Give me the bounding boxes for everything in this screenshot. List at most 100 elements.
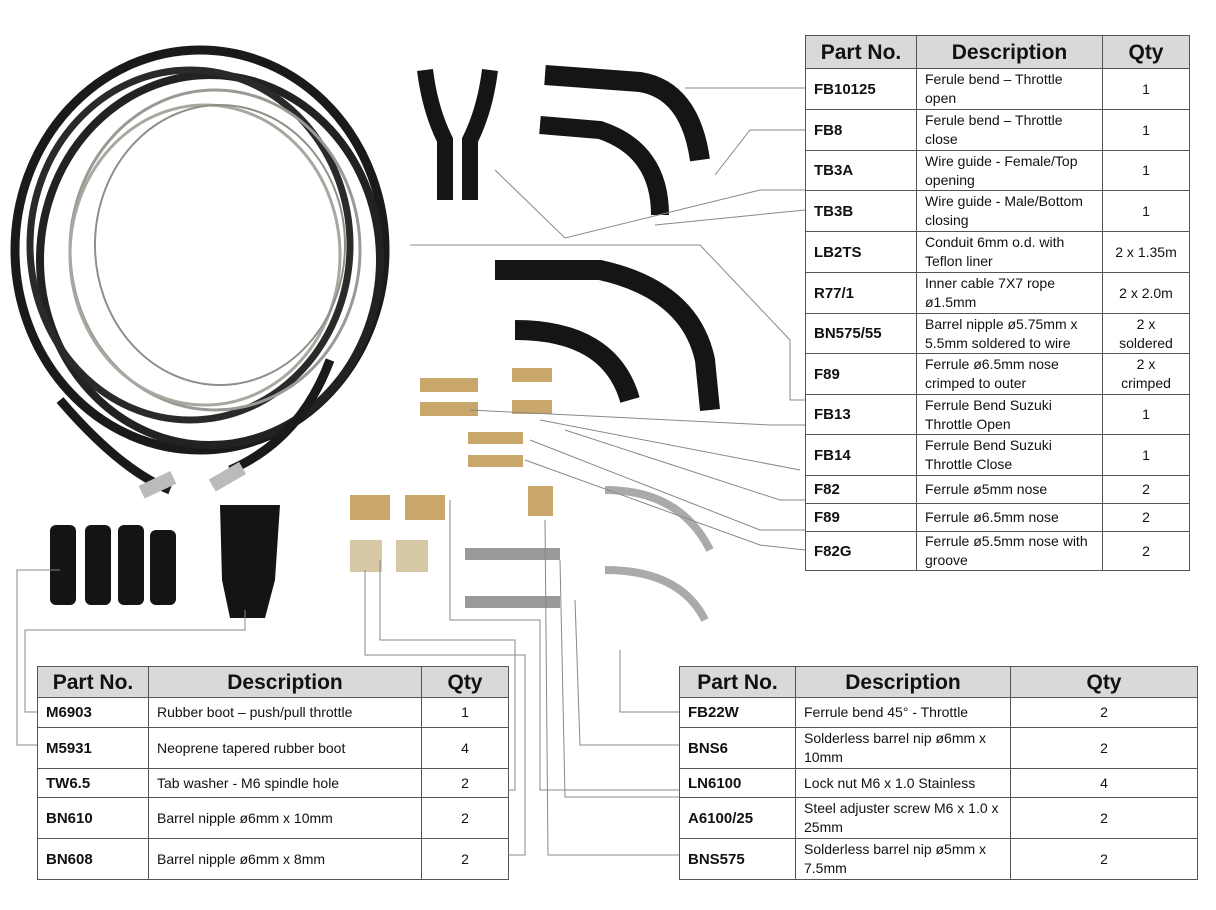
rubber-boots (50, 505, 280, 618)
description-cell: Inner cable 7X7 rope ø1.5mm (916, 272, 1103, 314)
qty-cell: 2 (421, 768, 509, 798)
qty-cell: 1 (1102, 150, 1190, 191)
part-number-cell: BN608 (37, 838, 149, 880)
part-number-cell: BNS6 (679, 727, 796, 769)
adjuster-screws (465, 548, 560, 608)
description-cell: Ferrule bend 45° - Throttle (795, 697, 1011, 728)
part-number-cell: FB14 (805, 434, 917, 476)
description-cell: Neoprene tapered rubber boot (148, 727, 422, 769)
qty-cell: 2 (1010, 797, 1198, 839)
description-cell: Rubber boot – push/pull throttle (148, 697, 422, 728)
part-number-cell: BN575/55 (805, 313, 917, 354)
description-cell: Ferrule Bend Suzuki Throttle Close (916, 434, 1103, 476)
qty-cell: 2 (421, 797, 509, 839)
part-number-cell: M5931 (37, 727, 149, 769)
description-cell: Ferrule ø6.5mm nose crimped to outer (916, 353, 1103, 395)
part-number-cell: BN610 (37, 797, 149, 839)
description-cell: Ferule bend – Throttle open (916, 68, 1103, 110)
leader-lines (16, 87, 806, 856)
description-cell: Ferule bend – Throttle close (916, 109, 1103, 151)
description-cell: Wire guide - Female/Top opening (916, 150, 1103, 191)
part-number-cell: BNS575 (679, 838, 796, 880)
qty-cell: 2 (1010, 697, 1198, 728)
header-description: Description (795, 666, 1011, 698)
header-part-no: Part No. (37, 666, 149, 698)
qty-cell: 2 x 1.35m (1102, 231, 1190, 273)
part-number-cell: TB3B (805, 190, 917, 232)
qty-cell: 2 x soldered (1102, 313, 1190, 354)
part-number-cell: M6903 (37, 697, 149, 728)
qty-cell: 2 x 2.0m (1102, 272, 1190, 314)
part-number-cell: R77/1 (805, 272, 917, 314)
table-header: Part No. Description Qty (37, 666, 509, 698)
brass-ferrules (350, 368, 553, 572)
description-cell: Ferrule ø5.5mm nose with groove (916, 531, 1103, 571)
part-number-cell: A6100/25 (679, 797, 796, 839)
description-cell: Steel adjuster screw M6 x 1.0 x 25mm (795, 797, 1011, 839)
header-description: Description (148, 666, 422, 698)
qty-cell: 4 (1010, 768, 1198, 798)
qty-cell: 4 (421, 727, 509, 769)
description-cell: Wire guide - Male/Bottom closing (916, 190, 1103, 232)
table-header: Part No. Description Qty (805, 35, 1190, 69)
description-cell: Ferrule ø6.5mm nose (916, 503, 1103, 532)
table-header: Part No. Description Qty (679, 666, 1198, 698)
description-cell: Barrel nipple ø6mm x 8mm (148, 838, 422, 880)
header-part-no: Part No. (805, 35, 917, 69)
qty-cell: 1 (1102, 109, 1190, 151)
part-number-cell: TB3A (805, 150, 917, 191)
part-number-cell: F82 (805, 475, 917, 504)
header-qty: Qty (421, 666, 509, 698)
part-number-cell: FB10125 (805, 68, 917, 110)
description-cell: Ferrule ø5mm nose (916, 475, 1103, 504)
qty-cell: 2 x crimped (1102, 353, 1190, 395)
qty-cell: 2 (1010, 727, 1198, 769)
header-description: Description (916, 35, 1103, 69)
qty-cell: 1 (1102, 68, 1190, 110)
qty-cell: 2 (421, 838, 509, 880)
description-cell: Lock nut M6 x 1.0 Stainless (795, 768, 1011, 798)
header-qty: Qty (1102, 35, 1190, 69)
part-number-cell: FB22W (679, 697, 796, 728)
qty-cell: 2 (1102, 475, 1190, 504)
black-ferrule-bends (417, 65, 720, 411)
part-number-cell: FB8 (805, 109, 917, 151)
description-cell: Barrel nipple ø6mm x 10mm (148, 797, 422, 839)
header-qty: Qty (1010, 666, 1198, 698)
description-cell: Barrel nipple ø5.75mm x 5.5mm soldered t… (916, 313, 1103, 354)
description-cell: Solderless barrel nip ø6mm x 10mm (795, 727, 1011, 769)
steel-bends (604, 486, 714, 622)
part-number-cell: F89 (805, 503, 917, 532)
part-number-cell: LB2TS (805, 231, 917, 273)
qty-cell: 2 (1102, 531, 1190, 571)
qty-cell: 1 (1102, 434, 1190, 476)
part-number-cell: TW6.5 (37, 768, 149, 798)
part-number-cell: F89 (805, 353, 917, 395)
part-number-cell: LN6100 (679, 768, 796, 798)
qty-cell: 1 (421, 697, 509, 728)
qty-cell: 2 (1010, 838, 1198, 880)
description-cell: Conduit 6mm o.d. with Teflon liner (916, 231, 1103, 273)
part-number-cell: F82G (805, 531, 917, 571)
